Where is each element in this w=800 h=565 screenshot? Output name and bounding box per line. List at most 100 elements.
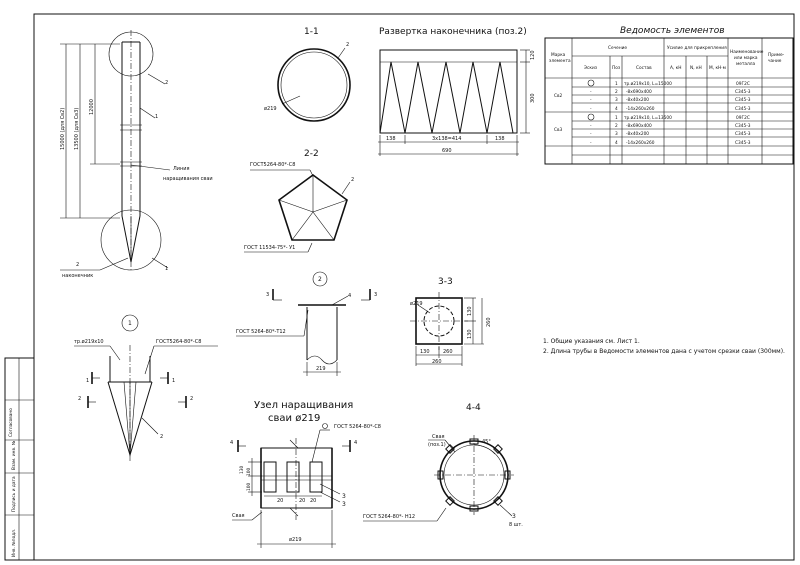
section-4-4-callout: 3 [512,513,516,520]
splice-dim-100b: 100 [246,483,252,491]
mark-sv3: Св3 [554,127,563,133]
unfold-dim-120: 120 [530,50,536,60]
sketch-dash: - [590,107,592,112]
comp-cell: тр.ø219х10, L=13500 [624,115,672,121]
unfold-dim-690: 690 [442,148,452,154]
steel-cell: С345-3 [735,106,751,112]
splice-dim-20a: 20 [277,498,283,504]
section-1-1-diam: ø219 [264,106,277,112]
section-2-2-callout: 2 [351,177,354,183]
splice-callout-3b: 3 [342,501,346,508]
section-4-4-count: 8 шт. [509,522,523,528]
section-1-1-callout: 2 [346,42,349,48]
unfold-dim-138-left: 138 [386,136,396,142]
section-3-3-dim-130b: 130 [467,329,473,339]
steel-cell: С345-3 [735,89,751,95]
unfold-dim-3x138: 3x138=414 [432,136,461,142]
splice-title-1: Узел наращивания [254,400,353,411]
unfold-title: Развертка наконечника (поз.2) [379,27,527,37]
splice-dim-diam: ø219 [289,537,302,543]
detail-1-pipe: тр.ø219х10 [74,339,104,345]
hdr-forces: Усилие для прикрепления [667,45,727,51]
detail-1-callout: 2 [160,434,163,440]
section-3-3-title: 3-3 [438,277,453,287]
hdr-name-3: металла [736,62,756,67]
hdr-name-2: или марка [734,56,758,61]
splice-pile-label: Свая [232,513,245,519]
section-4-4-pile: Свая [432,434,445,440]
sketch-dash: - [590,132,592,137]
comp-cell: -8х40х200 [626,131,649,137]
hdr-m: M, кН·м [709,65,726,71]
detail-2-marker [312,271,328,287]
comp-cell: -8х690х400 [626,123,652,129]
sketch-dash: - [590,90,592,95]
detail-1-cut-1-right: 1 [172,378,175,384]
pos-cell: 3 [615,131,618,137]
section-3-3-dim-130a: 130 [467,306,473,316]
note-1: 1. Общие указания см. Лист 1. [543,338,640,345]
splice-title-2: сваи ø219 [268,413,320,424]
section-4-4-angle: 45° [482,439,491,445]
hdr-mark-2: элемента [549,59,571,64]
splice-dim-20b: 20 [299,498,305,504]
sketch-circle-icon [587,79,595,87]
weld-2-2-top: ГОСТ5264-80*-С8 [250,162,295,168]
hdr-mark-1: Марка [551,52,566,58]
unfold-dim-300: 300 [530,93,536,103]
steel-cell: С345-3 [735,97,751,103]
section-4-4-title: 4-4 [466,403,481,413]
splice-weld: ГОСТ 5264-80*-С8 [334,424,381,430]
splice-callout-3a: 3 [342,493,346,500]
detail-2-cut-left: 3 [266,292,269,298]
detail-2-marker-num: 2 [318,276,322,283]
comp-cell: -14х260х260 [626,140,655,146]
callout-top-2: 2 [165,80,168,86]
detail-2-callout: 4 [348,293,351,299]
pile-elevation: 15000 (для Св2) 13500 (для Св3) 12000 2 … [60,30,213,279]
section-3-3-dim-130d: 260 [443,349,453,355]
element-schedule: Ведомость элементов Марка элемента Сечен… [544,26,794,165]
detail-1-marker-num: 1 [128,320,132,327]
section-1-1-title: 1-1 [304,27,319,37]
pos-cell: 4 [615,140,618,146]
hdr-composition: Состав [636,65,652,71]
detail-1-cut-2-left: 2 [78,396,81,402]
general-notes: 1. Общие указания см. Лист 1. 2. Длина т… [543,338,785,355]
callout-bottom-1: 1 [165,266,168,272]
section-4-4: 4-4 45° Свая (поз.1) 3 8 шт. ГОСТ 5264-8… [363,403,523,528]
detail-2-dim: 219 [316,366,326,372]
pos-cell: 2 [615,123,618,129]
dim-15000: 15000 (для Св2) [60,108,66,150]
steel-cell: 09Г2С [736,81,750,87]
sketch-circle-icon [587,113,595,121]
detail-1: 1 тр.ø219х10 ГОСТ5264-80*-С8 1 1 2 2 2 [74,314,218,462]
mark-sv2: Св2 [554,93,563,99]
comp-cell: -14х260х260 [626,106,655,112]
pos-cell: 4 [615,106,618,112]
section-3-3: 3-3 ø219 130 130 260 130 260 260 [410,277,492,366]
weld-2-2-bottom: ГОСТ 11534-75*- У1 [244,245,295,251]
hdr-pos: Поз [612,65,621,71]
pos-cell: 1 [615,115,618,121]
section-3-3-dim-130c: 130 [420,349,430,355]
pos-cell: 2 [615,89,618,95]
splice-detail: Узел наращивания сваи ø219 ГОСТ 5264-80*… [230,400,381,548]
stamp-repl-inv: Взам. инв. № [11,440,17,470]
comp-cell: тр.ø219х10, L=15000 [624,81,672,87]
steel-cell: С345-3 [735,131,751,137]
detail-1-marker [121,314,139,332]
hdr-note-2: чание [768,59,782,64]
detail-1-cut-1-left: 1 [86,378,89,384]
hdr-sketch: Эскиз [584,65,598,71]
splice-cut-left: 4 [230,440,233,446]
comp-cell: -8х690х400 [626,89,652,95]
hdr-section: Сечение [608,45,627,51]
dim-13500: 13500 (для Св3) [74,108,80,150]
section-2-2: 2-2 ГОСТ5264-80*-С8 2 ГОСТ 11534-75*- У1 [244,149,354,253]
hdr-note-1: Приме- [768,52,785,58]
stamp-inv-no: Инв. №подл. [11,529,17,557]
pos-cell: 1 [615,81,618,87]
sketch-dash: - [590,141,592,146]
